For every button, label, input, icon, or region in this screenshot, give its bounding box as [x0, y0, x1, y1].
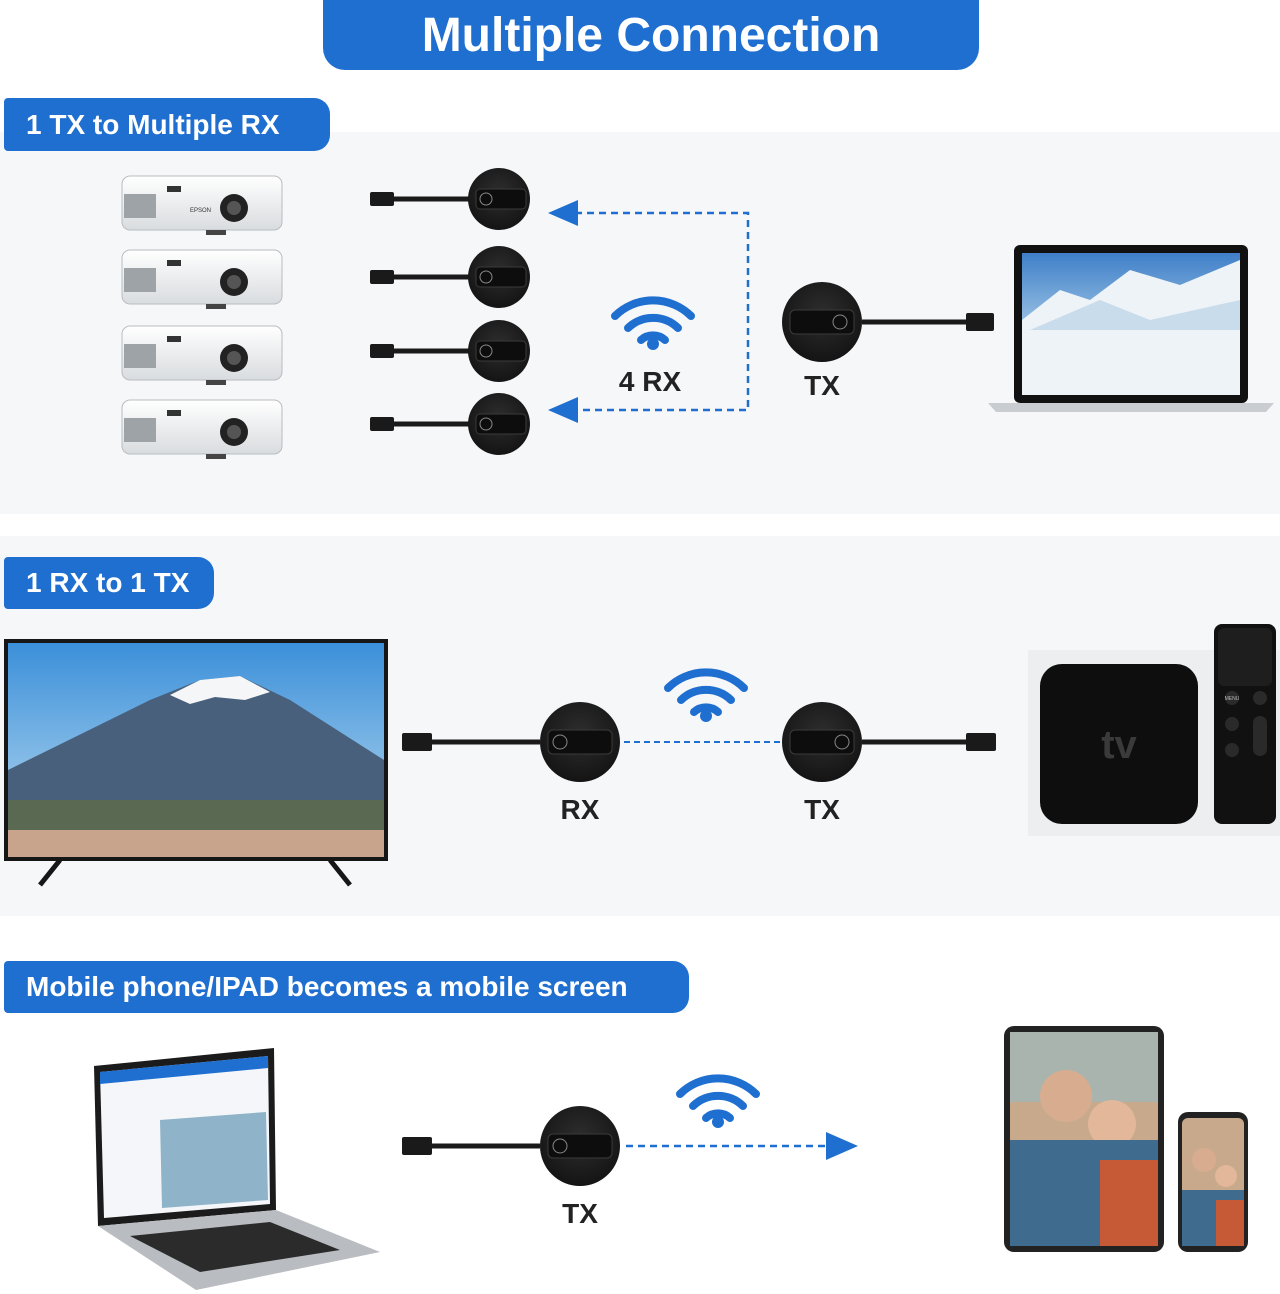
hdmi-dongle-icon	[402, 702, 620, 782]
section-1-heading: 1 TX to Multiple RX	[4, 98, 330, 151]
page-title: Multiple Connection	[323, 0, 979, 70]
arrow-icon	[626, 1132, 858, 1160]
phone-icon	[1178, 1112, 1248, 1252]
projector-icon: EPSON	[121, 175, 283, 235]
tx-label: TX	[804, 370, 840, 401]
tv-icon	[4, 639, 388, 887]
tx-label: TX	[562, 1198, 598, 1229]
rx-label: RX	[560, 794, 600, 825]
section-2-heading: 1 RX to 1 TX	[4, 557, 214, 609]
projector-icon	[121, 325, 283, 385]
arrow-icon	[548, 200, 750, 423]
remote-menu-label: MENU	[1225, 696, 1240, 702]
hdmi-dongle-icon	[370, 320, 530, 382]
hdmi-dongle-icon	[370, 393, 530, 455]
laptop-icon	[94, 1048, 380, 1290]
hdmi-dongle-icon	[782, 282, 994, 362]
remote-icon: MENU	[1214, 624, 1276, 824]
laptop-icon	[988, 245, 1274, 412]
wifi-icon	[611, 296, 695, 350]
tablet-icon	[1004, 1026, 1164, 1252]
projector-icon	[121, 399, 283, 459]
hdmi-dongle-icon	[402, 1106, 620, 1186]
hdmi-dongle-icon	[370, 168, 530, 230]
wifi-icon	[664, 668, 748, 722]
section-3-heading: Mobile phone/IPAD becomes a mobile scree…	[4, 961, 689, 1013]
wifi-icon	[676, 1074, 760, 1128]
rx-count-label: 4 RX	[618, 366, 682, 397]
tx-label: TX	[804, 794, 840, 825]
hdmi-dongle-icon	[370, 246, 530, 308]
tv-box-text: tv	[1101, 723, 1137, 767]
hdmi-dongle-icon	[782, 702, 996, 782]
projector-icon	[121, 249, 283, 309]
projector-brand-label: EPSON	[190, 208, 211, 214]
